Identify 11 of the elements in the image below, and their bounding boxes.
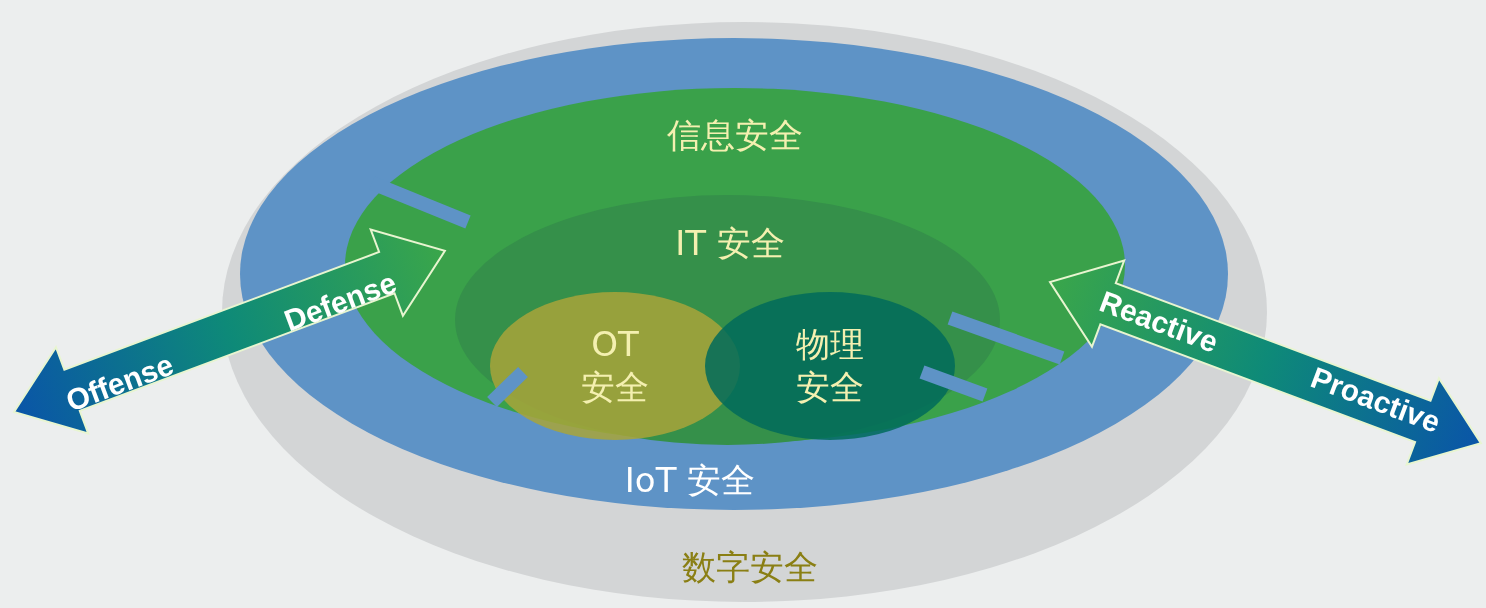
node-label: IT 安全: [674, 221, 786, 265]
physical-security-ellipse: [705, 292, 955, 440]
node-label: 数字安全: [681, 545, 819, 589]
node-label: 物理安全: [795, 322, 865, 408]
it-security-ellipse: [455, 195, 1000, 445]
digital-security-ellipse: [222, 22, 1267, 602]
iot-security-ring: [240, 38, 1228, 510]
node-label: IoT 安全: [623, 458, 757, 502]
node-label: OT 安全: [580, 322, 650, 408]
node-label: 信息安全: [666, 113, 804, 157]
arrow-label: Offense: [61, 347, 179, 419]
